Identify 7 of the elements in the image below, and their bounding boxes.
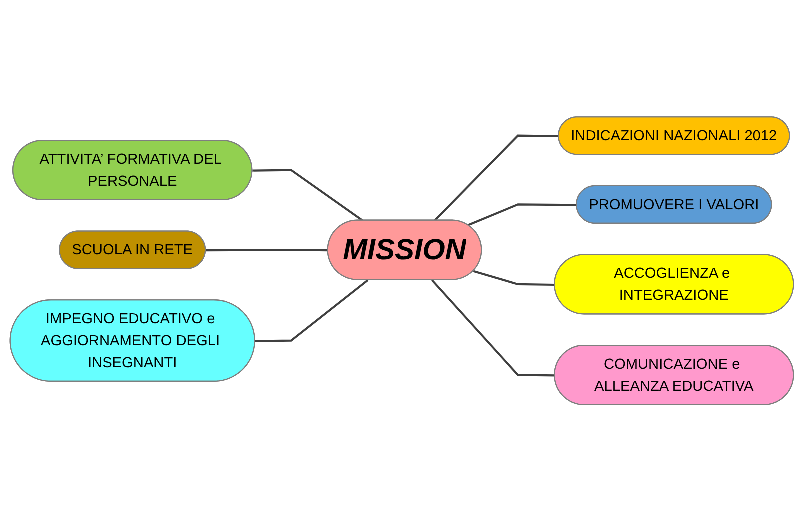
connector (255, 279, 369, 342)
connector (473, 270, 556, 286)
connector (206, 249, 328, 252)
connector (468, 204, 578, 226)
connector (252, 169, 364, 222)
connector (434, 134, 560, 222)
connector (431, 280, 556, 377)
